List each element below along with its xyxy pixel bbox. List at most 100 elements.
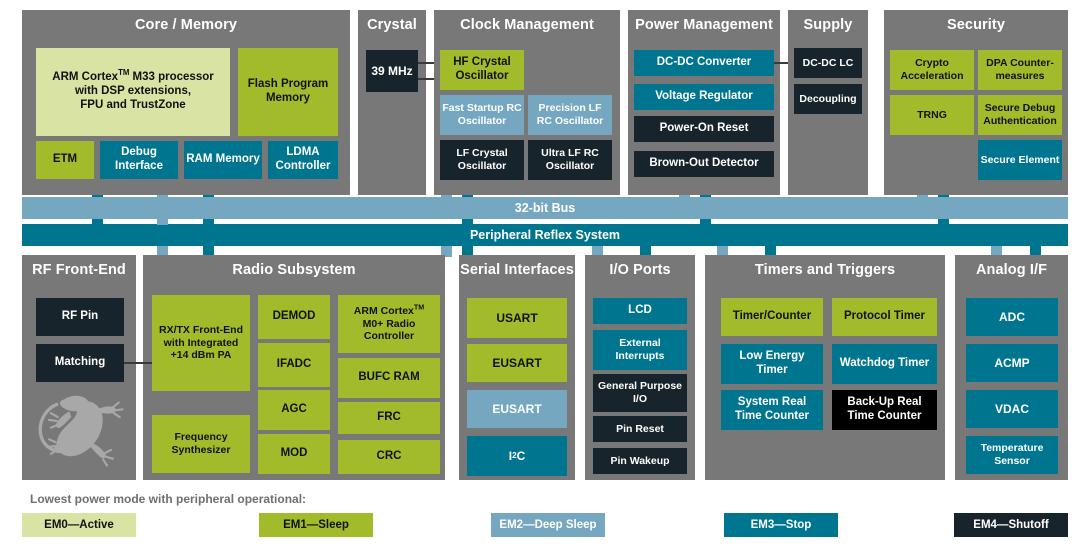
panel-title-serial-interfaces: Serial Interfaces xyxy=(460,262,574,278)
block-vdac: VDAC xyxy=(966,390,1058,428)
i2c-label-b: C xyxy=(516,448,526,463)
block-lcd: LCD xyxy=(593,298,687,324)
block-dpa-countermeasures: DPA Counter-measures xyxy=(978,50,1062,90)
bus-bottom-stub-light-3 xyxy=(592,246,603,257)
legend-caption: Lowest power mode with peripheral operat… xyxy=(30,492,307,506)
block-ldma-controller: LDMA Controller xyxy=(268,141,338,179)
block-decoupling: Decoupling xyxy=(794,84,862,114)
block-arm-cortex-m0-radio-controller: ARM CortexTM M0+ Radio Controller xyxy=(338,295,440,353)
panel-title-crystal: Crystal xyxy=(367,17,417,33)
block-acmp: ACMP xyxy=(966,344,1058,382)
panel-crystal: Crystal xyxy=(358,10,426,195)
bus-mid-stub-light-1 xyxy=(157,219,168,225)
panel-title-analog-if: Analog I/F xyxy=(975,262,1048,278)
block-system-real-time-counter: System Real Time Counter xyxy=(721,390,823,430)
wire-crystal-hfxo-top xyxy=(418,62,440,64)
block-frequency-synthesizer: Frequency Synthesizer xyxy=(152,415,250,473)
legend-item-em0: EM0—Active xyxy=(22,513,136,537)
block-39mhz-crystal: 39 MHz xyxy=(366,50,418,92)
bus-bottom-stub-dark-5 xyxy=(1030,246,1041,257)
cpu-label-a: ARM Cortex xyxy=(52,71,119,84)
block-temperature-sensor: Temperature Sensor xyxy=(966,436,1058,474)
cpu-tm: TM xyxy=(118,68,130,78)
i2c-label-a: I xyxy=(508,448,513,463)
block-precision-lf-rc-oscillator: Precision LF RC Oscillator xyxy=(528,95,612,135)
block-secure-element: Secure Element xyxy=(978,140,1062,180)
bus-bottom-stub-light-1 xyxy=(157,246,168,257)
block-matching: Matching xyxy=(36,344,124,382)
block-demod: DEMOD xyxy=(258,295,330,339)
block-agc: AGC xyxy=(258,390,330,430)
m0-label-a: ARM Cortex xyxy=(353,305,414,318)
block-ram-memory: RAM Memory xyxy=(184,141,262,179)
block-dc-dc-lc: DC-DC LC xyxy=(794,48,862,78)
legend-item-em3: EM3—Stop xyxy=(724,513,838,537)
block-backup-real-time-counter: Back-Up Real Time Counter xyxy=(832,390,937,430)
block-adc: ADC xyxy=(966,298,1058,336)
block-rxtx-front-end: RX/TX Front-End with Integrated +14 dBm … xyxy=(152,295,250,391)
panel-title-supply: Supply xyxy=(803,17,853,33)
block-crc: CRC xyxy=(338,440,440,474)
cpu-label-d: FPU and TrustZone xyxy=(80,98,186,111)
panel-title-timers-and-triggers: Timers and Triggers xyxy=(754,262,896,278)
block-brown-out-detector: Brown-Out Detector xyxy=(634,151,774,177)
block-dc-dc-converter: DC-DC Converter xyxy=(634,50,774,76)
block-lf-crystal-oscillator: LF Crystal Oscillator xyxy=(440,140,524,180)
panel-title-clock-management: Clock Management xyxy=(460,17,594,33)
block-pin-reset: Pin Reset xyxy=(593,416,687,442)
block-crypto-acceleration: Crypto Acceleration xyxy=(890,50,974,90)
block-power-on-reset: Power-On Reset xyxy=(634,116,774,142)
block-fast-startup-rc-oscillator: Fast Startup RC Oscillator xyxy=(440,95,524,135)
gecko-logo-icon xyxy=(38,395,124,467)
block-hf-crystal-oscillator: HF Crystal Oscillator xyxy=(440,50,524,90)
bus-bottom-stub-dark-3 xyxy=(640,246,651,257)
block-pin-wakeup: Pin Wakeup xyxy=(593,448,687,474)
bus-bottom-stub-light-2 xyxy=(441,246,452,257)
block-arm-cortex-m33: ARM CortexTM M33 processor with DSP exte… xyxy=(36,48,230,136)
block-usart: USART xyxy=(467,298,567,338)
block-eusart-1: EUSART xyxy=(467,344,567,382)
wire-matching-to-rxtx xyxy=(124,362,153,364)
m0-tm: TM xyxy=(413,303,425,312)
block-voltage-regulator: Voltage Regulator xyxy=(634,84,774,110)
legend-item-em2: EM2—Deep Sleep xyxy=(491,513,605,537)
bus-32-bit: 32-bit Bus xyxy=(22,197,1068,219)
block-mod: MOD xyxy=(258,434,330,474)
block-secure-debug-authentication: Secure Debug Authentication xyxy=(978,95,1062,135)
panel-title-core-memory: Core / Memory xyxy=(134,17,238,33)
block-eusart-2: EUSART xyxy=(467,390,567,428)
legend-item-em1: EM1—Sleep xyxy=(259,513,373,537)
block-rf-pin: RF Pin xyxy=(36,298,124,336)
block-bufc-ram: BUFC RAM xyxy=(338,358,440,398)
block-frc: FRC xyxy=(338,402,440,434)
panel-title-rf-front-end: RF Front-End xyxy=(32,262,126,278)
block-debug-interface: Debug Interface xyxy=(100,141,178,179)
panel-title-power-management: Power Management xyxy=(635,17,773,33)
panel-title-io-ports: I/O Ports xyxy=(609,262,671,278)
wire-dcdc-to-supply xyxy=(774,62,796,64)
bus-bottom-stub-dark-1 xyxy=(203,246,214,257)
block-etm: ETM xyxy=(36,141,94,179)
block-trng: TRNG xyxy=(890,95,974,135)
m0-label-c: Controller xyxy=(363,330,415,343)
panel-title-radio-subsystem: Radio Subsystem xyxy=(232,262,356,278)
bus-bottom-stub-dark-2 xyxy=(462,246,473,257)
block-protocol-timer: Protocol Timer xyxy=(832,298,937,336)
block-ultra-lf-rc-oscillator: Ultra LF RC Oscillator xyxy=(528,140,612,180)
block-watchdog-timer: Watchdog Timer xyxy=(832,344,937,384)
bus-bottom-stub-light-4 xyxy=(717,246,728,257)
wire-crystal-hfxo-bottom xyxy=(418,78,440,80)
block-low-energy-timer: Low Energy Timer xyxy=(721,344,823,384)
block-general-purpose-io: General Purpose I/O xyxy=(593,374,687,412)
bus-peripheral-reflex-system: Peripheral Reflex System xyxy=(22,224,1068,246)
bus-bottom-stub-light-5 xyxy=(991,246,1002,257)
cpu-label-c: with DSP extensions, xyxy=(74,85,192,98)
bus-bottom-stub-dark-4 xyxy=(765,246,776,257)
m0-label-b: M0+ Radio xyxy=(362,317,416,330)
block-flash-program-memory: Flash Program Memory xyxy=(238,48,338,136)
block-ifadc: IFADC xyxy=(258,343,330,387)
block-external-interrupts: External Interrupts xyxy=(593,330,687,370)
legend-item-em4: EM4—Shutoff xyxy=(954,513,1068,537)
